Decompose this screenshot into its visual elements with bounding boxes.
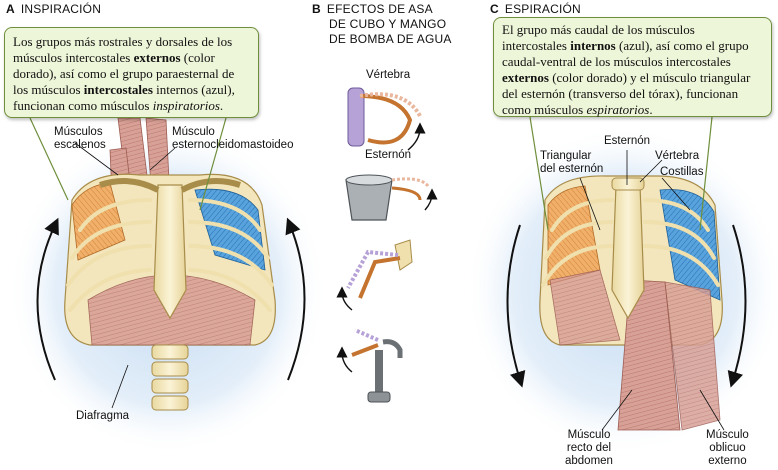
bucket-handle-moved: [391, 177, 430, 188]
arrow-down-right-c: [727, 224, 747, 388]
leader-diafragma: [111, 364, 129, 409]
label-costillas: Costillas: [660, 166, 704, 178]
panel-a-letter: A: [6, 2, 15, 16]
rib-loop-moved-b: [359, 92, 422, 118]
panel-c-letter: C: [490, 2, 499, 16]
bucket-rim: [345, 174, 393, 186]
leader-escalenos: [74, 142, 119, 176]
panel-c-title: ESPIRACIÓN: [504, 2, 581, 16]
callout-a-line-5: funcionan como músculos inspiratorios.: [13, 98, 224, 113]
pump-spout: [382, 339, 403, 358]
callout-a-line-1: Los grupos más rostrales y dorsales de l…: [13, 34, 233, 49]
clavicle-left-a: [99, 178, 160, 193]
panel-c-figure: [465, 116, 778, 455]
vertebra-side-b: [394, 239, 413, 271]
sternum-a: [153, 184, 187, 320]
callout-c: El grupo más caudal de los músculos inte…: [493, 17, 772, 117]
label-esternocleidomastoideo: Músculo esternocleidomastoideo: [172, 126, 294, 151]
label-esternon-c: Esternón: [604, 135, 651, 147]
panel-b-title-2: DE CUBO Y MANGO: [329, 17, 447, 31]
leader-triangular: [579, 177, 601, 231]
label-recto-abdomen: Músculo recto del abdomen: [565, 429, 613, 467]
label-esternon-b: Esternón: [365, 149, 412, 161]
callout-a-tail-left: [29, 117, 69, 201]
arrow-b1: [407, 122, 426, 151]
callout-a-line-3: dorado), así como el grupo paraesternal …: [13, 66, 235, 81]
ribs-c: [541, 198, 720, 287]
callout-c-line-1: El grupo más caudal de los músculos: [502, 22, 695, 37]
label-vertebra-b: Vértebra: [366, 69, 411, 81]
leader-ecm: [149, 147, 176, 171]
spine-a: [151, 344, 189, 411]
callout-c-tail-left: [529, 116, 549, 231]
callout-c-line-3: caudal-ventral de los músculos intercost…: [502, 54, 731, 69]
callout-a-tail-right: [199, 117, 227, 211]
callout-c-line-2: intercostales internos (azul), así como …: [502, 38, 749, 53]
ribs-a: [66, 198, 274, 312]
callout-c-line-5: del esternón (transverso del tórax), fun…: [502, 86, 739, 101]
label-oblicuo-externo: Músculo oblicuo externo: [706, 429, 749, 467]
rib-side-b: [358, 256, 401, 299]
pump-handle: [351, 343, 379, 357]
label-triangular-esternon: Triangular del esternón: [540, 150, 604, 175]
panel-b-title-1: EFECTOS DE ASA: [326, 2, 433, 16]
arrow-up-left-a: [36, 217, 59, 381]
arrow-b4: [336, 346, 353, 373]
arrow-down-left-c: [506, 224, 526, 388]
arrow-up-right-a: [285, 217, 306, 381]
leader-costillas: [661, 177, 691, 211]
vertebra-c: [611, 177, 645, 191]
triangular-esternon-muscle: [549, 269, 621, 346]
panel-a-figure: [8, 117, 328, 455]
oblicuo-externo-muscle: [664, 281, 721, 431]
callout-a-line-4: los músculos intercostales internos (azu…: [13, 82, 235, 97]
arrow-b3: [336, 286, 353, 311]
callout-c-line-6: como músculos espiratorios.: [502, 102, 653, 117]
intercostales-externos-c: [547, 185, 601, 286]
callout-c-tail-right: [699, 116, 713, 231]
recto-abdomen-muscle: [617, 279, 681, 431]
bucket-handle: [391, 186, 422, 201]
panel-b-letter: B: [312, 2, 321, 16]
panel-c-heading: C ESPIRACIÓN: [490, 2, 581, 16]
callout-c-line-4: externos (color dorado) y el músculo tri…: [502, 70, 751, 85]
sternum-c: [611, 184, 645, 320]
intercostales-internos-c: [659, 189, 721, 301]
leader-recto: [601, 389, 633, 431]
label-vertebra-c: Vértebra: [655, 150, 700, 162]
panel-b-title-3: DE BOMBA DE AGUA: [329, 32, 452, 46]
callout-a: Los grupos más rostrales y dorsales de l…: [4, 27, 259, 118]
panel-b-figure: [336, 87, 438, 403]
pump-base: [367, 391, 391, 403]
arrow-b2: [424, 188, 438, 211]
panel-a-title: INSPIRACIÓN: [20, 2, 102, 16]
leader-vertebra-c: [639, 159, 663, 183]
bucket-icon: [345, 179, 393, 221]
panel-a-heading: A INSPIRACIÓN: [6, 2, 101, 16]
rib-side-moved-b: [346, 249, 399, 289]
callout-a-line-2: músculos intercostales externos (color: [13, 50, 215, 65]
vertebra-b: [347, 87, 365, 147]
clavicle-right-a: [180, 178, 241, 193]
leader-oblicuo: [699, 389, 725, 431]
pump-handle-moved: [354, 328, 379, 342]
rib-loop-b: [359, 94, 413, 145]
pump-body: [375, 350, 383, 400]
label-diafragma: Diafragma: [76, 410, 130, 422]
label-escalenos: Músculos escalenos: [54, 126, 106, 151]
panel-b-heading: B EFECTOS DE ASA DE CUBO Y MANGO DE BOMBA…: [312, 2, 452, 47]
